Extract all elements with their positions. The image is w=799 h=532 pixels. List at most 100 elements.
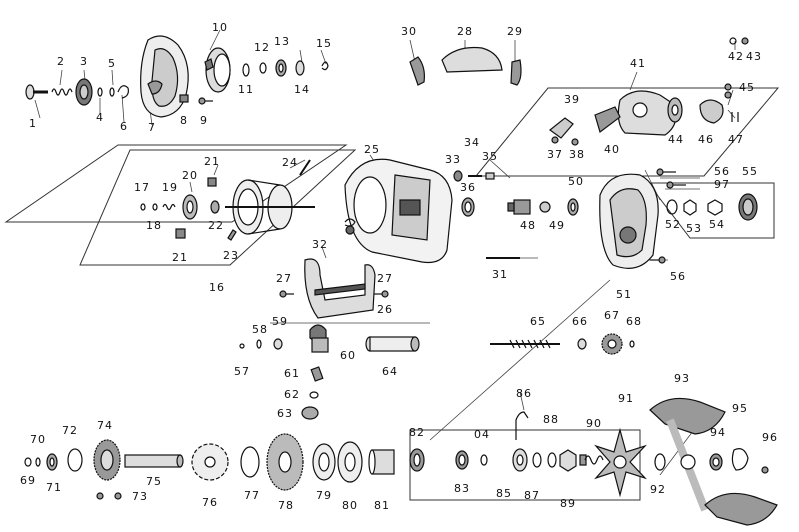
frame-spool-group: [79, 149, 357, 266]
label-17: 17: [134, 181, 150, 194]
label-39: 39: [564, 93, 580, 106]
label-56: 56: [714, 165, 730, 178]
part-35-collar: [485, 172, 495, 180]
label-44: 44: [668, 133, 684, 146]
label-53: 53: [686, 222, 702, 235]
label-29: 29: [507, 25, 523, 38]
label-66: 66: [572, 315, 588, 328]
label-94: 94: [710, 426, 726, 439]
frame-side-plate-group: [4, 144, 348, 223]
part-79-drag-washer: [312, 443, 336, 481]
part-93-handle: [649, 397, 778, 526]
part-30-pawl: [409, 56, 425, 86]
part-7-side-plate: [140, 35, 189, 118]
label-54: 54: [709, 218, 725, 231]
label-62: 62: [284, 388, 300, 401]
label-96: 96: [762, 431, 778, 444]
label-1: 1: [29, 117, 37, 130]
part-4-washer: [97, 87, 103, 97]
label-25: 25: [364, 143, 380, 156]
part-64-guide-tube: [365, 336, 420, 352]
label-46: 46: [698, 133, 714, 146]
label-82: 82: [409, 426, 425, 439]
label-49: 49: [549, 219, 565, 232]
part-37-screw: [551, 136, 559, 144]
label-60: 60: [340, 349, 356, 362]
label-12: 12: [254, 41, 270, 54]
label-7: 7: [148, 121, 156, 134]
label-42: 42: [728, 50, 744, 63]
part-27-screw: [279, 290, 294, 298]
label-86: 86: [516, 387, 532, 400]
part-59-bushing: [273, 338, 283, 350]
part-25-frame: [344, 158, 453, 264]
part-43-screw: [741, 37, 749, 45]
part-68-clip: [629, 340, 635, 348]
label-95: 95: [732, 402, 748, 415]
label-13: 13: [274, 35, 290, 48]
part-48-pinion: [507, 199, 531, 215]
part-75-main-shaft: [124, 454, 184, 468]
part-70-washer: [35, 457, 41, 467]
label-18: 18: [146, 219, 162, 232]
part-19-spring: [162, 203, 176, 211]
part-21-brake-block: [207, 177, 217, 187]
part-90-spring: [584, 455, 604, 465]
label-6: 6: [120, 120, 128, 133]
label-58: 58: [252, 323, 268, 336]
part-80-drag-washer: [337, 441, 363, 483]
part-42-washer: [729, 37, 737, 45]
part-38-screw: [571, 138, 579, 146]
part-54-nut: [707, 199, 723, 216]
part-40-lever: [594, 106, 621, 133]
label-48: 48: [520, 219, 536, 232]
part-18-washer: [152, 203, 158, 211]
part-81-sleeve: [368, 449, 395, 475]
part-95-retainer: [731, 448, 749, 471]
part-46-clutch-cam: [699, 99, 724, 124]
part-89-nut: [559, 449, 577, 472]
label-64: 64: [382, 365, 398, 378]
part-8-small-block: [179, 94, 189, 103]
part-76-ratchet: [191, 443, 229, 481]
part-86-spring-clip: [515, 411, 529, 440]
label-63: 63: [277, 407, 293, 420]
part-77-washer: [240, 446, 260, 478]
label-70: 70: [30, 433, 46, 446]
part-44-bearing: [667, 97, 683, 123]
part-52-washer: [666, 199, 678, 215]
label-68: 68: [626, 315, 642, 328]
label-19: 19: [162, 181, 178, 194]
label-10: 10: [212, 21, 228, 34]
part-29-pawl: [510, 59, 522, 86]
label-79: 79: [316, 489, 332, 502]
label-38: 38: [569, 148, 585, 161]
label-67: 67: [604, 309, 620, 322]
label-52: 52: [665, 218, 681, 231]
label-27b: 27: [377, 272, 393, 285]
part-45-screws: [724, 83, 732, 99]
label-20: 20: [182, 169, 198, 182]
label-37: 37: [547, 148, 563, 161]
label-43: 43: [746, 50, 762, 63]
part-21-brake-block-b: [175, 228, 186, 239]
part-20-bearing-holder: [182, 194, 198, 220]
label-9: 9: [200, 114, 208, 127]
part-74-gear: [93, 439, 121, 481]
part-72-ring: [67, 448, 83, 472]
part-82-bearing: [409, 448, 425, 472]
label-73: 73: [132, 490, 148, 503]
part-97-screw: [666, 181, 686, 189]
label-16: 16: [209, 281, 225, 294]
label-90: 90: [586, 417, 602, 430]
part-62-washer: [309, 391, 319, 399]
part-32-spring: [344, 218, 356, 227]
part-56-screw-b: [650, 256, 666, 264]
part-22-bearing: [210, 200, 220, 214]
label-24: 24: [282, 156, 298, 169]
label-2: 2: [57, 55, 65, 68]
part-47-springs: [731, 112, 739, 122]
label-76: 76: [202, 496, 218, 509]
